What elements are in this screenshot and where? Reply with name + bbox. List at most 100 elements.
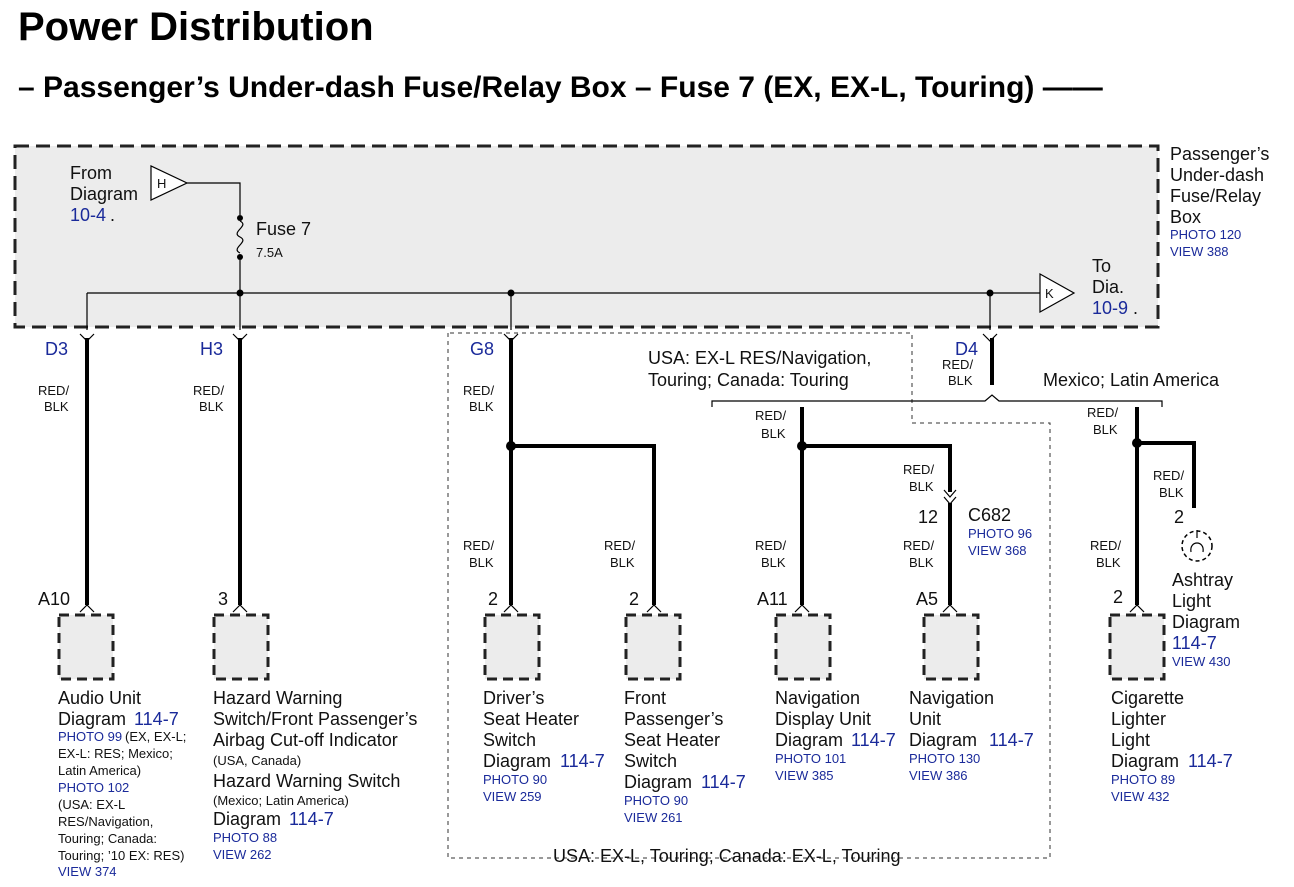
svg-text:(EX, EX-L;: (EX, EX-L; — [125, 729, 186, 744]
nav-display-view-link[interactable]: VIEW 385 — [775, 768, 834, 783]
svg-text:BLK: BLK — [948, 373, 973, 388]
driver-seat-heater-label: Driver’s Seat Heater Switch Diagram 114-… — [483, 688, 605, 804]
option-mexico: Mexico; Latin America — [1043, 370, 1220, 390]
option-usa-line2: Touring; Canada: Touring — [648, 370, 849, 390]
fuse-7-rating: 7.5A — [256, 245, 283, 260]
svg-text:RED/: RED/ — [755, 538, 786, 553]
from-diagram-ref: From Diagram 10-4 . — [70, 163, 138, 225]
svg-text:2: 2 — [629, 589, 639, 609]
nav-display-diagram-link[interactable]: 114-7 — [851, 730, 896, 750]
hazard-view-link[interactable]: VIEW 262 — [213, 847, 272, 862]
svg-text:Switch/Front Passenger’s: Switch/Front Passenger’s — [213, 709, 417, 729]
cigarette-photo-link[interactable]: PHOTO 89 — [1111, 772, 1175, 787]
svg-text:To: To — [1092, 256, 1111, 276]
option-brace — [711, 394, 1163, 407]
svg-text:(Mexico; Latin America): (Mexico; Latin America) — [213, 793, 349, 808]
svg-text:A5: A5 — [916, 589, 938, 609]
c682-photo-link[interactable]: PHOTO 96 — [968, 526, 1032, 541]
driver-seat-photo-link[interactable]: PHOTO 90 — [483, 772, 547, 787]
ashtray-light-bulb-icon — [1181, 530, 1213, 562]
svg-text:Hazard Warning Switch: Hazard Warning Switch — [213, 771, 400, 791]
fuse-box-photo-link[interactable]: PHOTO 120 — [1170, 227, 1241, 242]
svg-text:RED/: RED/ — [463, 383, 494, 398]
front-seat-diagram-link[interactable]: 114-7 — [701, 772, 746, 792]
svg-text:Cigarette: Cigarette — [1111, 688, 1184, 708]
svg-text:RED/: RED/ — [1153, 468, 1184, 483]
cigarette-view-link[interactable]: VIEW 432 — [1111, 789, 1170, 804]
svg-text:BLK: BLK — [44, 399, 69, 414]
svg-text:Diagram: Diagram — [1172, 612, 1240, 632]
terminal-d4-label: D4 — [955, 339, 978, 359]
ashtray-light-label: Ashtray Light Diagram 114-7 VIEW 430 — [1172, 570, 1240, 669]
fuse-7-icon — [236, 215, 244, 260]
svg-text:Touring; ’10 EX: RES): Touring; ’10 EX: RES) — [58, 848, 184, 863]
c682-view-link[interactable]: VIEW 368 — [968, 543, 1027, 558]
svg-text:2: 2 — [488, 589, 498, 609]
svg-text:(USA: EX-L: (USA: EX-L — [58, 797, 125, 812]
audio-photo-99-link[interactable]: PHOTO 99 — [58, 729, 122, 744]
option-usa-line1: USA: EX-L RES/Navigation, — [648, 348, 871, 368]
to-diagram-link[interactable]: 10-9 — [1092, 298, 1128, 318]
audio-view-link[interactable]: VIEW 374 — [58, 864, 117, 879]
hazard-photo-link[interactable]: PHOTO 88 — [213, 830, 277, 845]
svg-text:RED/: RED/ — [1087, 405, 1118, 420]
fuse-box-view-link[interactable]: VIEW 388 — [1170, 244, 1229, 259]
option-bottom-label: USA: EX-L, Touring; Canada: EX-L, Tourin… — [553, 846, 901, 866]
svg-text:A11: A11 — [757, 589, 788, 609]
wire-color-labels: RED/BLK RED/BLK RED/BLK RED/BLK RED/BLK … — [38, 357, 1184, 570]
front-seat-view-link[interactable]: VIEW 261 — [624, 810, 683, 825]
audio-unit-label: Audio Unit Diagram 114-7 PHOTO 99 (EX, E… — [58, 688, 186, 879]
svg-text:Switch: Switch — [624, 751, 677, 771]
svg-text:Seat Heater: Seat Heater — [624, 730, 720, 750]
audio-diagram-link[interactable]: 114-7 — [134, 709, 179, 729]
svg-text:Display Unit: Display Unit — [775, 709, 871, 729]
terminal-d3-label: D3 — [45, 339, 68, 359]
svg-text:Diagram: Diagram — [1111, 751, 1179, 771]
svg-text:Diagram: Diagram — [483, 751, 551, 771]
svg-text:BLK: BLK — [199, 399, 224, 414]
svg-text:Light: Light — [1111, 730, 1150, 750]
ashtray-view-link[interactable]: VIEW 430 — [1172, 654, 1231, 669]
nav-unit-photo-link[interactable]: PHOTO 130 — [909, 751, 980, 766]
hazard-diagram-link[interactable]: 114-7 — [289, 809, 334, 829]
svg-text:Diagram: Diagram — [58, 709, 126, 729]
svg-text:BLK: BLK — [610, 555, 635, 570]
svg-text:Switch: Switch — [483, 730, 536, 750]
svg-text:H: H — [157, 176, 166, 191]
svg-text:.: . — [110, 205, 115, 225]
driver-seat-heater-box — [483, 613, 541, 681]
svg-text:BLK: BLK — [761, 555, 786, 570]
from-diagram-link[interactable]: 10-4 — [70, 205, 106, 225]
page-title: Power Distribution — [18, 5, 374, 49]
svg-text:RED/: RED/ — [942, 357, 973, 372]
svg-text:RES/Navigation,: RES/Navigation, — [58, 814, 153, 829]
front-seat-photo-link[interactable]: PHOTO 90 — [624, 793, 688, 808]
nav-display-photo-link[interactable]: PHOTO 101 — [775, 751, 846, 766]
driver-seat-view-link[interactable]: VIEW 259 — [483, 789, 542, 804]
front-seat-heater-label: Front Passenger’s Seat Heater Switch Dia… — [624, 688, 746, 825]
ashtray-diagram-link[interactable]: 114-7 — [1172, 633, 1217, 653]
svg-text:Fuse/Relay: Fuse/Relay — [1170, 186, 1261, 206]
fuse-7-label: Fuse 7 — [256, 219, 311, 239]
svg-text:Diagram: Diagram — [909, 730, 977, 750]
svg-text:From: From — [70, 163, 112, 183]
audio-photo-102-link[interactable]: PHOTO 102 — [58, 780, 129, 795]
svg-text:BLK: BLK — [909, 555, 934, 570]
svg-text:BLK: BLK — [1159, 485, 1184, 500]
svg-text:Box: Box — [1170, 207, 1201, 227]
svg-text:RED/: RED/ — [903, 462, 934, 477]
svg-text:Diagram: Diagram — [70, 184, 138, 204]
nav-unit-diagram-link[interactable]: 114-7 — [989, 730, 1034, 750]
svg-text:C682: C682 — [968, 505, 1011, 525]
driver-seat-diagram-link[interactable]: 114-7 — [560, 751, 605, 771]
nav-unit-view-link[interactable]: VIEW 386 — [909, 768, 968, 783]
option-region-usa-canada — [447, 332, 1051, 859]
cigarette-diagram-link[interactable]: 114-7 — [1188, 751, 1233, 771]
svg-text:3: 3 — [218, 589, 228, 609]
svg-text:Front: Front — [624, 688, 666, 708]
svg-text:RED/: RED/ — [604, 538, 635, 553]
svg-text:(USA, Canada): (USA, Canada) — [213, 753, 301, 768]
connector-h-icon: H — [150, 165, 189, 201]
terminal-h3-label: H3 — [200, 339, 223, 359]
